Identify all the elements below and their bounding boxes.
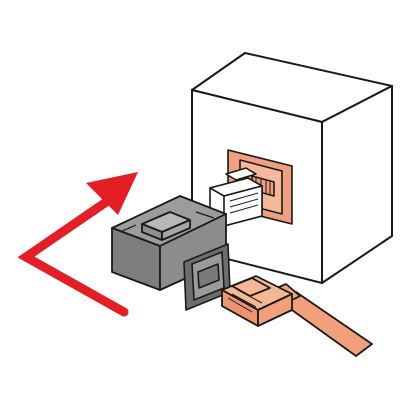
coupler-port <box>183 243 231 311</box>
patch-cable <box>221 275 373 357</box>
plug-body-side <box>257 293 293 327</box>
direction-arrow <box>17 172 138 317</box>
arrow-shaft <box>17 193 129 317</box>
box-side-face <box>321 85 393 284</box>
plug-latch <box>231 277 271 297</box>
arrow-head <box>86 172 138 215</box>
